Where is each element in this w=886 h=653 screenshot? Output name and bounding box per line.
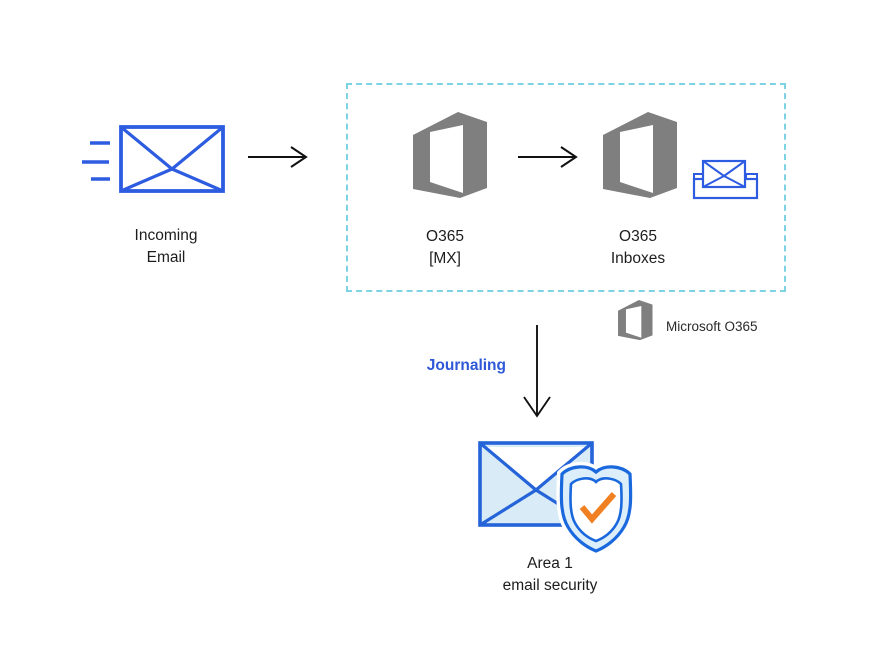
arrow-right-icon	[248, 146, 308, 168]
office-365-logo-icon	[603, 112, 677, 198]
area1-label: Area 1 email security	[470, 553, 630, 596]
incoming-envelope-icon	[119, 125, 225, 193]
arrow-right-icon	[518, 146, 578, 168]
o365-inboxes-label-line2: Inboxes	[610, 250, 666, 267]
o365-dashed-zone	[346, 83, 786, 292]
legend-office-365-logo-icon	[618, 300, 653, 341]
o365-mx-label-line1: O365	[426, 228, 464, 245]
o365-mx-label: O365 [MX]	[383, 226, 507, 270]
office-365-logo-icon	[413, 112, 487, 198]
o365-inboxes-label-line1: O365	[619, 228, 657, 245]
area1-shield-check-icon	[478, 441, 636, 557]
arrow-down-icon	[523, 325, 551, 418]
area1-label-line1: Area 1	[527, 555, 573, 572]
legend-o365-label: Microsoft O365	[666, 319, 758, 334]
incoming-email-label-line1: Incoming	[134, 227, 198, 244]
inbox-tray-icon	[692, 159, 759, 200]
area1-label-line2: email security	[502, 576, 598, 594]
journaling-label: Journaling	[426, 357, 506, 374]
o365-mx-label-line2: [MX]	[429, 250, 461, 267]
incoming-email-label-line2: Email	[146, 249, 186, 266]
speed-lines-icon	[82, 141, 110, 181]
